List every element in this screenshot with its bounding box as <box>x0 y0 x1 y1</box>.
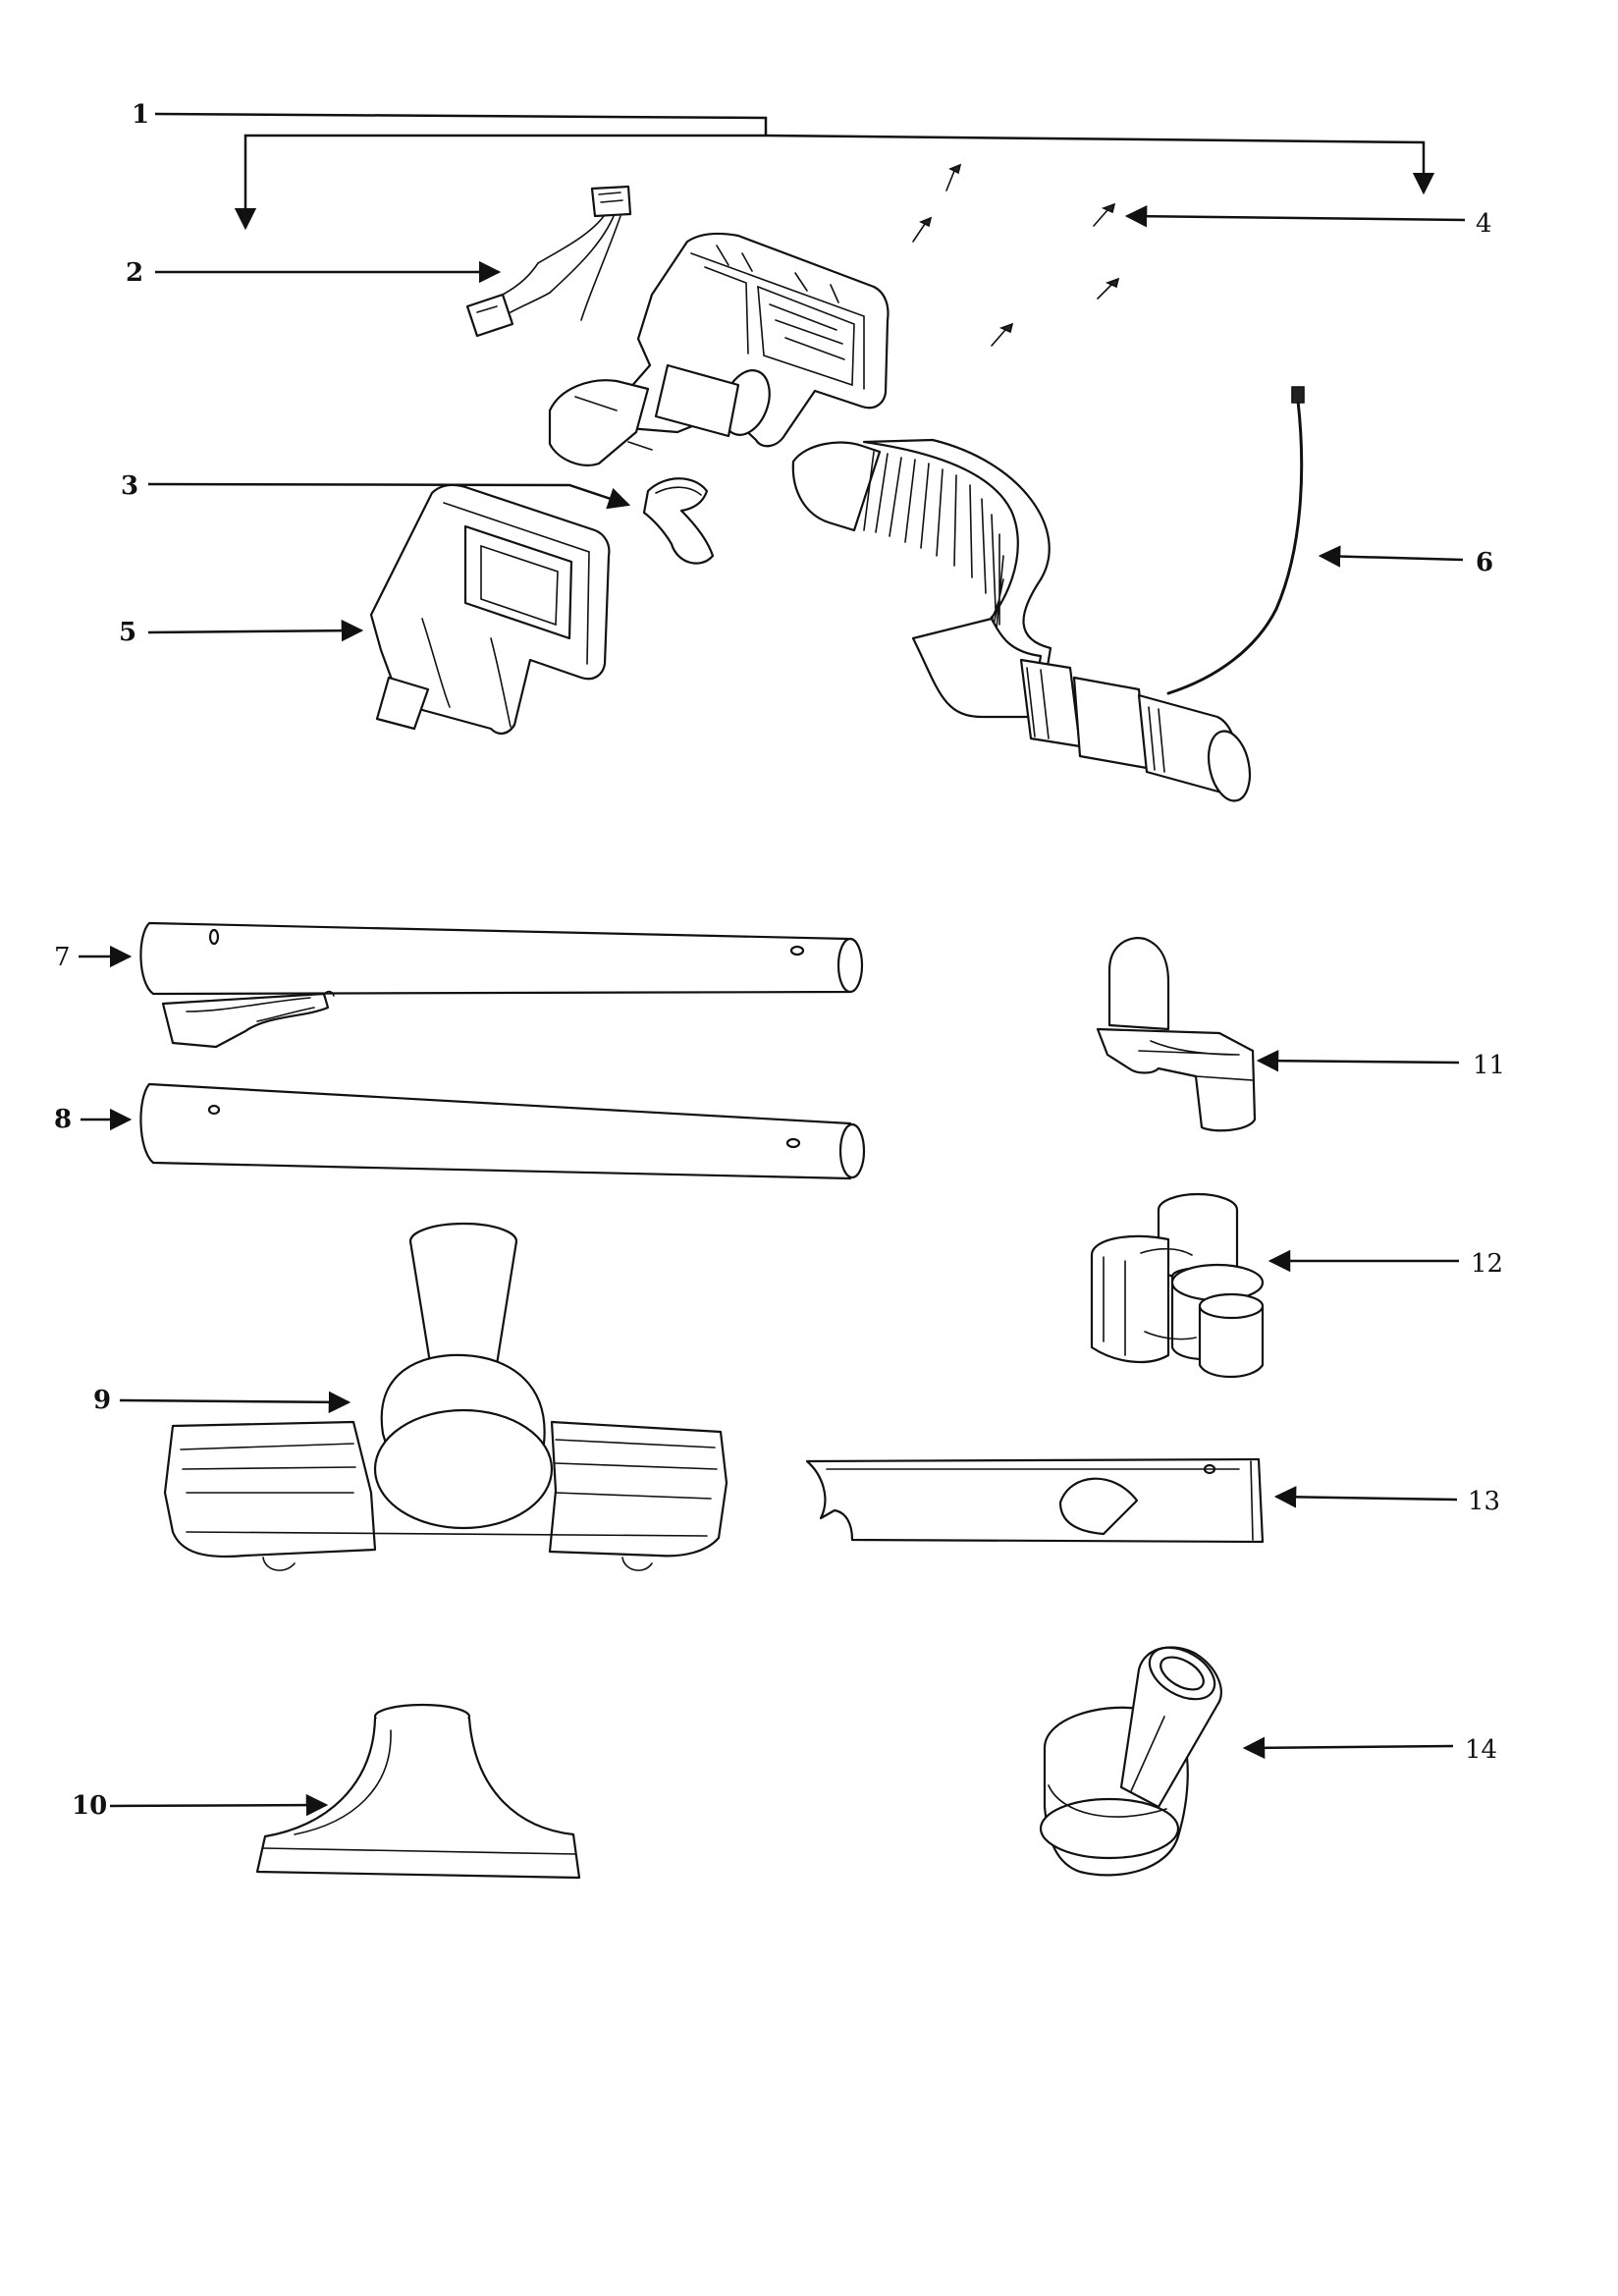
callout-7: 7 <box>54 943 71 972</box>
leader-4 <box>1124 204 1466 228</box>
callout-4: 4 <box>1476 209 1492 239</box>
part-9-floor-nozzle <box>163 1222 728 1571</box>
callout-5: 5 <box>119 618 136 647</box>
callout-8: 8 <box>54 1105 72 1134</box>
leader-10 <box>109 1793 329 1817</box>
callout-11: 11 <box>1473 1051 1505 1080</box>
part-5-cover <box>369 483 611 735</box>
part-14-dusting-brush <box>1039 1646 1222 1877</box>
callout-14: 14 <box>1465 1735 1497 1765</box>
leader-6 <box>1318 545 1464 568</box>
hose-handle-housing <box>548 232 890 466</box>
part-8-lower-wand <box>139 1082 866 1180</box>
callout-1: 1 <box>132 100 149 130</box>
part-6-cord <box>1166 386 1305 695</box>
leader-13 <box>1273 1486 1458 1508</box>
part-11-wand-bracket <box>1096 937 1257 1132</box>
part-7-upper-wand <box>139 921 864 1049</box>
part-2-wiring-harness <box>465 185 632 338</box>
callout-9: 9 <box>93 1386 111 1415</box>
leader-11 <box>1256 1049 1460 1072</box>
part-12-tool-holder <box>1090 1192 1265 1379</box>
part-3-hose-clip <box>642 477 715 565</box>
callout-6: 6 <box>1476 548 1493 577</box>
hose-assembly <box>791 438 1252 802</box>
part-10-upholstery-tool <box>255 1703 581 1880</box>
leader-14 <box>1242 1736 1454 1760</box>
part-13-crevice-tool <box>805 1457 1265 1544</box>
leader-9 <box>119 1391 351 1414</box>
callout-10: 10 <box>72 1791 107 1821</box>
callout-2: 2 <box>126 258 143 288</box>
leader-5 <box>147 619 364 642</box>
leader-3 <box>147 482 631 510</box>
part-4-screws <box>912 163 1120 347</box>
leader-1 <box>154 112 1435 231</box>
callout-13: 13 <box>1468 1487 1500 1516</box>
callout-3: 3 <box>121 471 138 501</box>
callout-12: 12 <box>1471 1249 1503 1279</box>
